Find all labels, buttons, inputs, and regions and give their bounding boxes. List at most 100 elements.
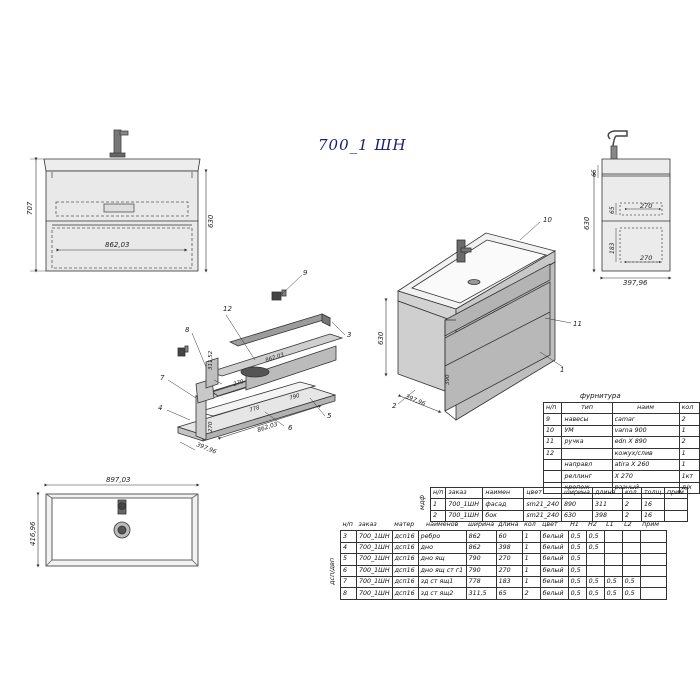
table-cell: 398 [495,541,523,555]
table-cell: зд ст ящ2 [417,587,467,600]
table-header: толщ [640,486,665,500]
table-cell: 8 [340,587,357,600]
table-cell [603,530,623,543]
table-cell: ребро [417,530,467,543]
table-cell: 0,5 [585,575,605,589]
table-cell: 1кт [678,470,700,483]
table-cell: белый [539,575,569,589]
table-cell: 700_1ШН [445,498,484,511]
side-depth-label: 397,96 [623,279,648,287]
table-header: наим [611,401,680,415]
table-cell: дно [417,541,467,555]
table-header: кол [524,521,536,529]
table-cell [639,587,667,600]
table-cell: 0,5 [621,587,641,600]
side-inner-height-label: 630 [583,216,591,230]
parts-table: н/п заказ матер наименов ширина длина ко… [340,520,667,600]
table-cell: реллинг [561,470,613,483]
table-cell: 398 [591,509,623,523]
exploded-view [166,274,346,451]
table-cell: белый [539,587,569,600]
table-header: н/п [542,401,563,415]
table-header: длина [591,486,623,500]
table-cell: 270 [495,564,523,577]
table-cell [663,509,688,523]
table-cell [663,498,688,511]
side-d270b-label: 270 [640,254,652,262]
table-header: наимен [482,486,525,500]
exp-778-label: 778 [249,405,261,414]
table-cell: дсп16 [391,541,419,555]
table-cell: кожух/слив [611,447,680,460]
table-cell: 700_1ШН [356,530,393,543]
side-h183-label: 183 [609,242,616,254]
table-cell: 2 [678,413,700,426]
table-cell: 12 [542,447,563,460]
table-cell: белый [539,541,569,555]
table-cell [621,564,641,577]
table-cell: навесы [561,413,613,426]
table-header: H1 [570,521,579,529]
table-cell [621,553,641,566]
table-cell: 700_1ШН [356,553,393,566]
table-cell: camar [611,413,680,426]
table-cell: 790 [465,564,497,577]
table-row: н/п заказ наимен цвет ширина длина кол т… [429,486,688,500]
table-cell: 16 [640,509,665,523]
front-height-label: 707 [26,201,34,215]
top-view [36,483,200,568]
table-cell [585,553,605,566]
table-cell: 0,5 [567,530,587,543]
table-cell: зд ст ящ1 [417,575,467,589]
table-cell: 311 [591,498,623,511]
table-cell: 60 [495,530,523,543]
drawing-title: 700_1 ШН [318,136,407,154]
table-cell: дно ящ [417,553,467,566]
table-header: ширина [468,521,495,529]
exp-callout-12: 12 [223,305,232,313]
table-cell: 1 [521,530,541,543]
table-cell: 0,5 [585,530,605,543]
table-row: н/п заказ матер наименов ширина длина ко… [341,520,667,531]
table-cell: 2 [678,436,700,449]
table-header: цвет [542,521,558,529]
exp-callout-5: 5 [327,412,332,420]
exp-callout-9: 9 [303,269,308,277]
table-cell [639,575,667,589]
table-cell: 1 [521,564,541,577]
front-inner-height-label: 630 [207,214,215,228]
table-header: прим [663,486,688,500]
table-cell: бок [482,509,525,523]
table-header: заказ [445,486,484,500]
side-h65a-label: 65 [591,169,598,177]
side-d270a-label: 270 [640,202,652,210]
table-cell [639,530,667,543]
table-cell: 0,5 [585,541,605,555]
table-cell: edn X 890 [611,436,680,449]
top-width-label: 897,03 [106,476,131,484]
table-cell: 4 [340,541,357,555]
table-cell: 183 [495,575,523,589]
table-cell [621,541,641,555]
table-cell: 1 [678,447,700,460]
table-row: н/п тип наим кол [542,401,700,415]
table-header: матер [394,521,415,529]
table-cell: дсп16 [391,587,419,600]
table-cell: 7 [340,575,357,589]
table-cell: 1 [678,424,700,438]
side-h65b-label: 65 [609,206,616,214]
table-cell: дсп16 [391,564,419,577]
table-cell [639,564,667,577]
table-cell: дсп16 [391,553,419,566]
exp-callout-6: 6 [288,424,293,432]
exp-311-label: 311,52 [208,350,214,370]
